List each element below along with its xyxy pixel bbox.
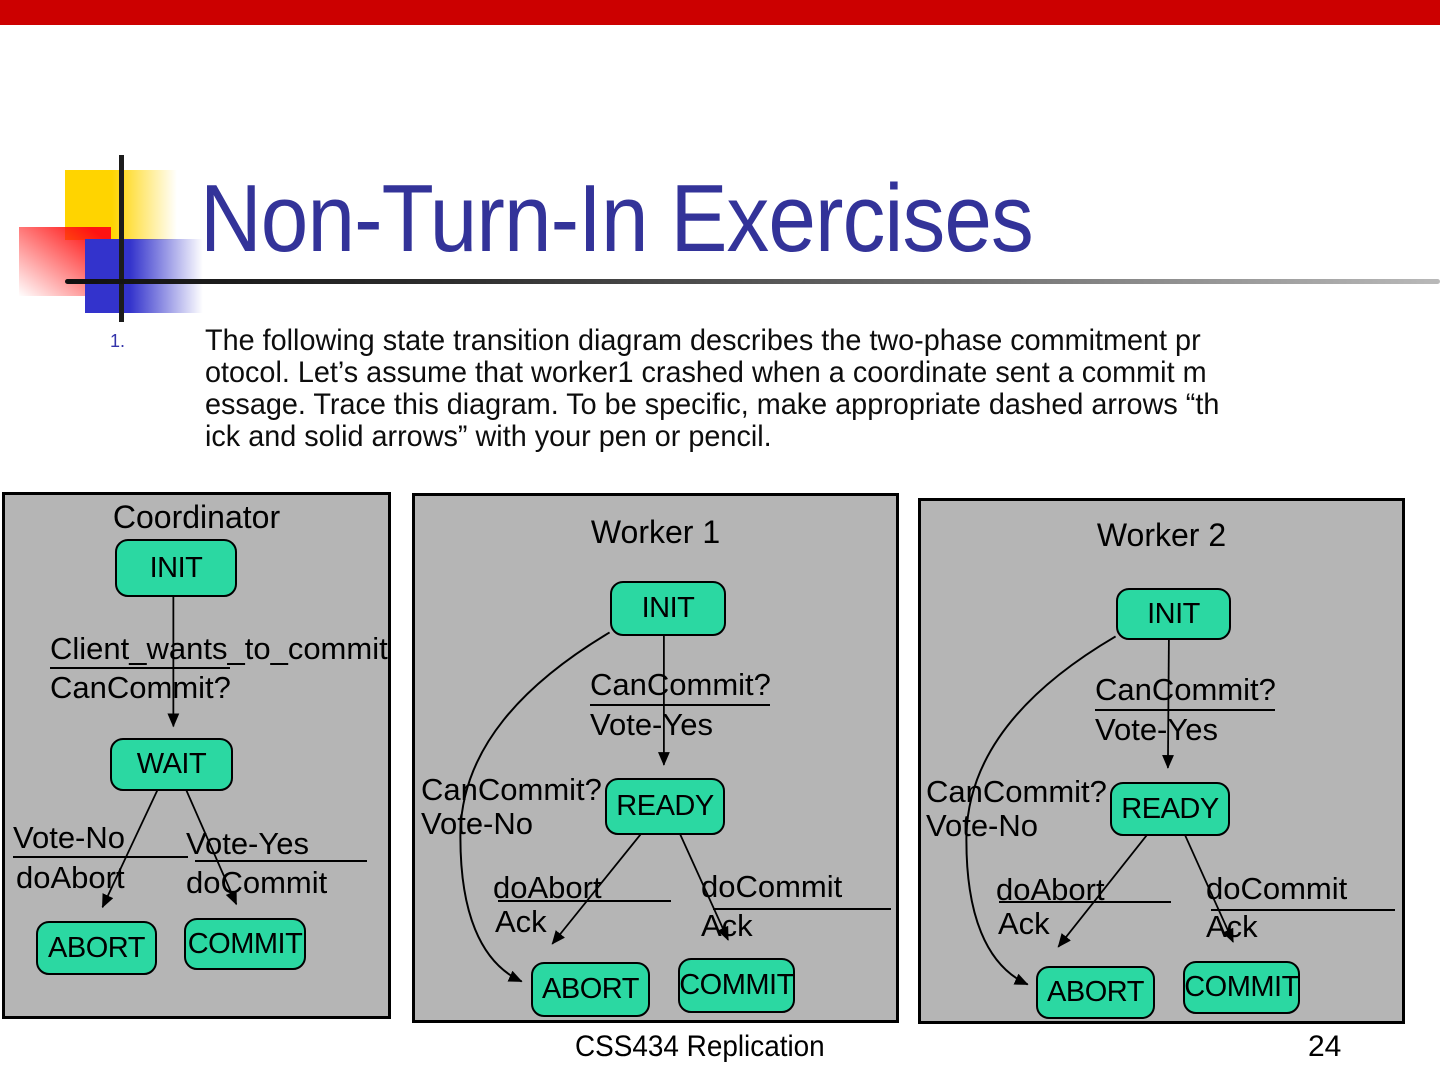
state-commit: COMMIT: [1183, 961, 1300, 1014]
transition-action: Ack: [998, 906, 1050, 941]
transition-action: Vote-No: [926, 808, 1039, 843]
transition-event: CanCommit?: [1095, 672, 1276, 707]
slide-title: Non-Turn-In Exercises: [200, 165, 1034, 272]
state-wait: WAIT: [110, 738, 233, 791]
state-abort: ABORT: [1036, 966, 1155, 1019]
state-init: INIT: [115, 539, 237, 597]
transition-divider: [1095, 709, 1275, 711]
transition-event: doAbort: [493, 870, 602, 905]
arrow-wait-to-commit: [184, 787, 238, 906]
transition-action: Vote-Yes: [590, 707, 713, 742]
transition-action: Vote-Yes: [1095, 712, 1218, 747]
transition-event: Client_wants_to_commit: [50, 631, 388, 666]
footer-course-label: CSS434 Replication: [575, 1030, 825, 1063]
decor-crosshair-vertical-line: [119, 155, 124, 322]
footer-page-number: 24: [1308, 1030, 1342, 1063]
transition-action: CanCommit?: [50, 670, 231, 705]
transition-action: Ack: [701, 908, 753, 943]
bullet-text-line: essage. Trace this diagram. To be specif…: [205, 388, 1220, 421]
state-init: INIT: [610, 581, 726, 636]
transition-event: CanCommit?: [590, 667, 771, 702]
transition-divider: [590, 704, 770, 706]
state-abort: ABORT: [36, 921, 157, 975]
arrow-ready-to-commit: [677, 830, 729, 941]
transition-event: doCommit: [1206, 871, 1348, 906]
transition-action: Ack: [1206, 909, 1258, 944]
coordinator-panel: Coordinator INIT Client_wants_to_commit …: [2, 492, 391, 1019]
transition-event: doCommit: [701, 869, 843, 904]
worker2-arrow-layer: [965, 635, 1234, 986]
bullet-text-line: The following state transition diagram d…: [205, 324, 1201, 357]
state-abort: ABORT: [531, 962, 650, 1017]
arrow-wait-to-abort: [101, 787, 160, 909]
bullet-text-line: ick and solid arrows” with your pen or p…: [205, 420, 772, 453]
transition-divider: [195, 860, 367, 862]
state-ready: READY: [1110, 782, 1230, 836]
bullet-number: 1.: [110, 331, 126, 351]
transition-action: Vote-No: [421, 806, 534, 841]
arrow-ready-to-abort: [551, 830, 644, 945]
transition-action: Ack: [495, 904, 547, 939]
arrow-init-to-abort-curve: [965, 635, 1117, 986]
transition-divider: [50, 667, 230, 669]
arrow-init-to-abort-curve: [459, 631, 611, 983]
transition-divider: [1211, 909, 1395, 911]
transition-event: Vote-No: [13, 820, 126, 855]
panel-title: Worker 1: [590, 514, 721, 550]
transition-divider: [999, 901, 1171, 903]
bullet-text: The following state transition diagram d…: [205, 325, 1219, 453]
title-underline-rule: [65, 279, 1440, 284]
transition-action: doAbort: [16, 860, 125, 895]
arrow-ready-to-commit: [1182, 831, 1234, 943]
transition-divider: [498, 900, 671, 902]
transition-divider: [13, 856, 188, 858]
bullet-text-line: otocol. Let’s assume that worker1 crashe…: [205, 356, 1207, 389]
state-commit: COMMIT: [184, 918, 306, 970]
worker1-panel: Worker 1 INIT CanCommit? Vote-Yes CanCom…: [412, 493, 899, 1023]
transition-event: doAbort: [996, 872, 1105, 907]
arrow-ready-to-abort: [1057, 831, 1150, 948]
transition-event: CanCommit?: [926, 774, 1107, 809]
top-red-bar: [0, 0, 1440, 25]
decor-blue-square: [85, 239, 203, 313]
transition-event: CanCommit?: [421, 772, 602, 807]
transition-action: doCommit: [186, 865, 328, 900]
transition-divider: [713, 908, 891, 910]
worker2-panel: Worker 2 INIT CanCommit? Vote-Yes CanCom…: [918, 498, 1405, 1024]
panel-title: Coordinator: [112, 499, 281, 535]
state-init: INIT: [1116, 588, 1231, 640]
transition-event: Vote-Yes: [186, 826, 309, 861]
worker1-arrow-layer: [459, 631, 729, 983]
panel-title: Worker 2: [1096, 517, 1227, 553]
arrow-init-to-ready: [1162, 638, 1174, 769]
state-commit: COMMIT: [678, 958, 795, 1013]
state-ready: READY: [605, 778, 725, 835]
coordinator-arrow-layer: [101, 595, 238, 909]
